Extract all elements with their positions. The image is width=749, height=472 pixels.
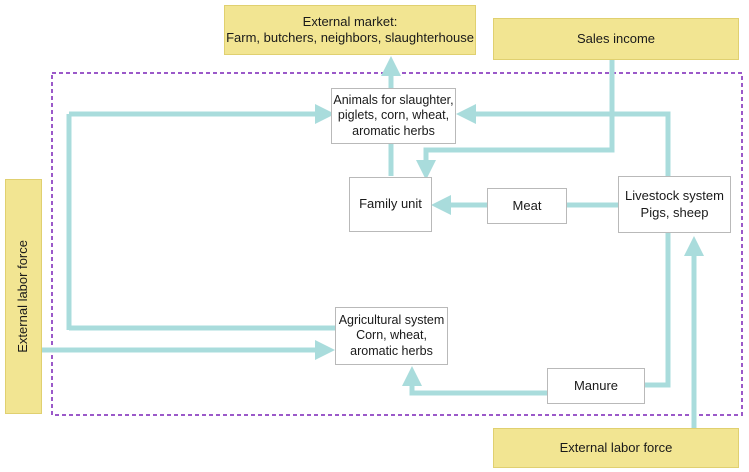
meat-label: Meat xyxy=(512,197,542,213)
flow-manure-to-agri xyxy=(402,366,547,396)
manure-label: Manure xyxy=(573,377,619,393)
manure-box: Manure xyxy=(547,368,645,404)
external-market-detail: Farm, butchers, neighbors, slaughterhous… xyxy=(226,30,474,45)
external-labor-bottom-label: External labor force xyxy=(559,439,673,455)
sales-income-label: Sales income xyxy=(576,30,656,46)
external-labor-left-label: External labor force xyxy=(15,240,31,353)
animals-line-1: Animals for slaughter, xyxy=(333,92,454,107)
animals-line-2: piglets, corn, wheat, xyxy=(337,108,450,123)
livestock-system-box: Livestock system Pigs, sheep xyxy=(618,176,731,233)
animals-for-slaughter-box: Animals for slaughter, piglets, corn, wh… xyxy=(331,88,456,144)
flow-livestock-to-animals xyxy=(456,104,671,176)
animals-line-3: aromatic herbs xyxy=(352,123,435,138)
sales-income-box: Sales income xyxy=(493,18,739,60)
livestock-title: Livestock system xyxy=(625,188,724,204)
flow-income-to-family xyxy=(416,60,615,180)
external-labor-bottom-box: External labor force xyxy=(493,428,739,468)
meat-box: Meat xyxy=(487,188,567,224)
agricultural-system-box: Agricultural system Corn, wheat, aromati… xyxy=(335,307,448,365)
agricultural-title: Agricultural system xyxy=(338,312,445,327)
agricultural-line-3: aromatic herbs xyxy=(350,343,433,358)
livestock-detail: Pigs, sheep xyxy=(640,204,709,220)
external-labor-left-box: External labor force xyxy=(5,179,42,414)
flow-livestock-to-manure xyxy=(645,233,671,388)
family-unit-label: Family unit xyxy=(359,196,422,212)
external-market-box: External market: Farm, butchers, neighbo… xyxy=(224,5,476,55)
agricultural-line-2: Corn, wheat, xyxy=(356,328,427,343)
external-market-title: External market: xyxy=(302,13,398,29)
family-unit-box: Family unit xyxy=(349,177,432,232)
